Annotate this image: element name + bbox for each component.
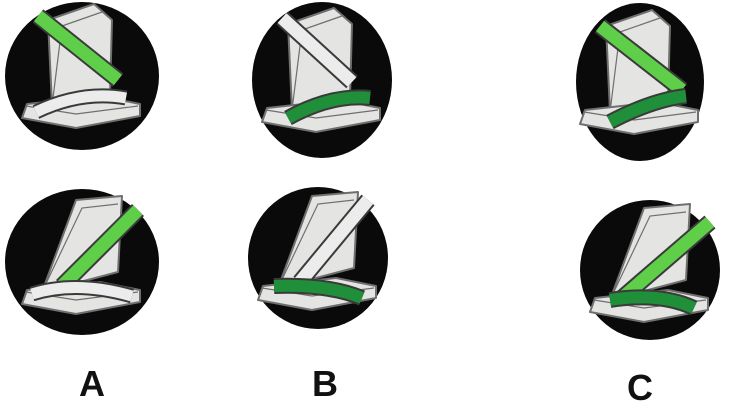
- seat-lap-belt-dark-green-icon: [252, 2, 392, 158]
- column-label-c: C: [627, 370, 653, 406]
- seat-shoulder-belt-light-green-icon: [5, 189, 159, 335]
- seat-three-point-belt-icon: [580, 200, 720, 340]
- seat-lap-belt-dark-green-icon: [248, 187, 388, 329]
- seat-shoulder-belt-light-green-icon: [5, 2, 159, 150]
- column-label-b: B: [312, 366, 338, 402]
- column-label-a: A: [79, 366, 105, 402]
- seat-three-point-belt-icon: [576, 3, 704, 161]
